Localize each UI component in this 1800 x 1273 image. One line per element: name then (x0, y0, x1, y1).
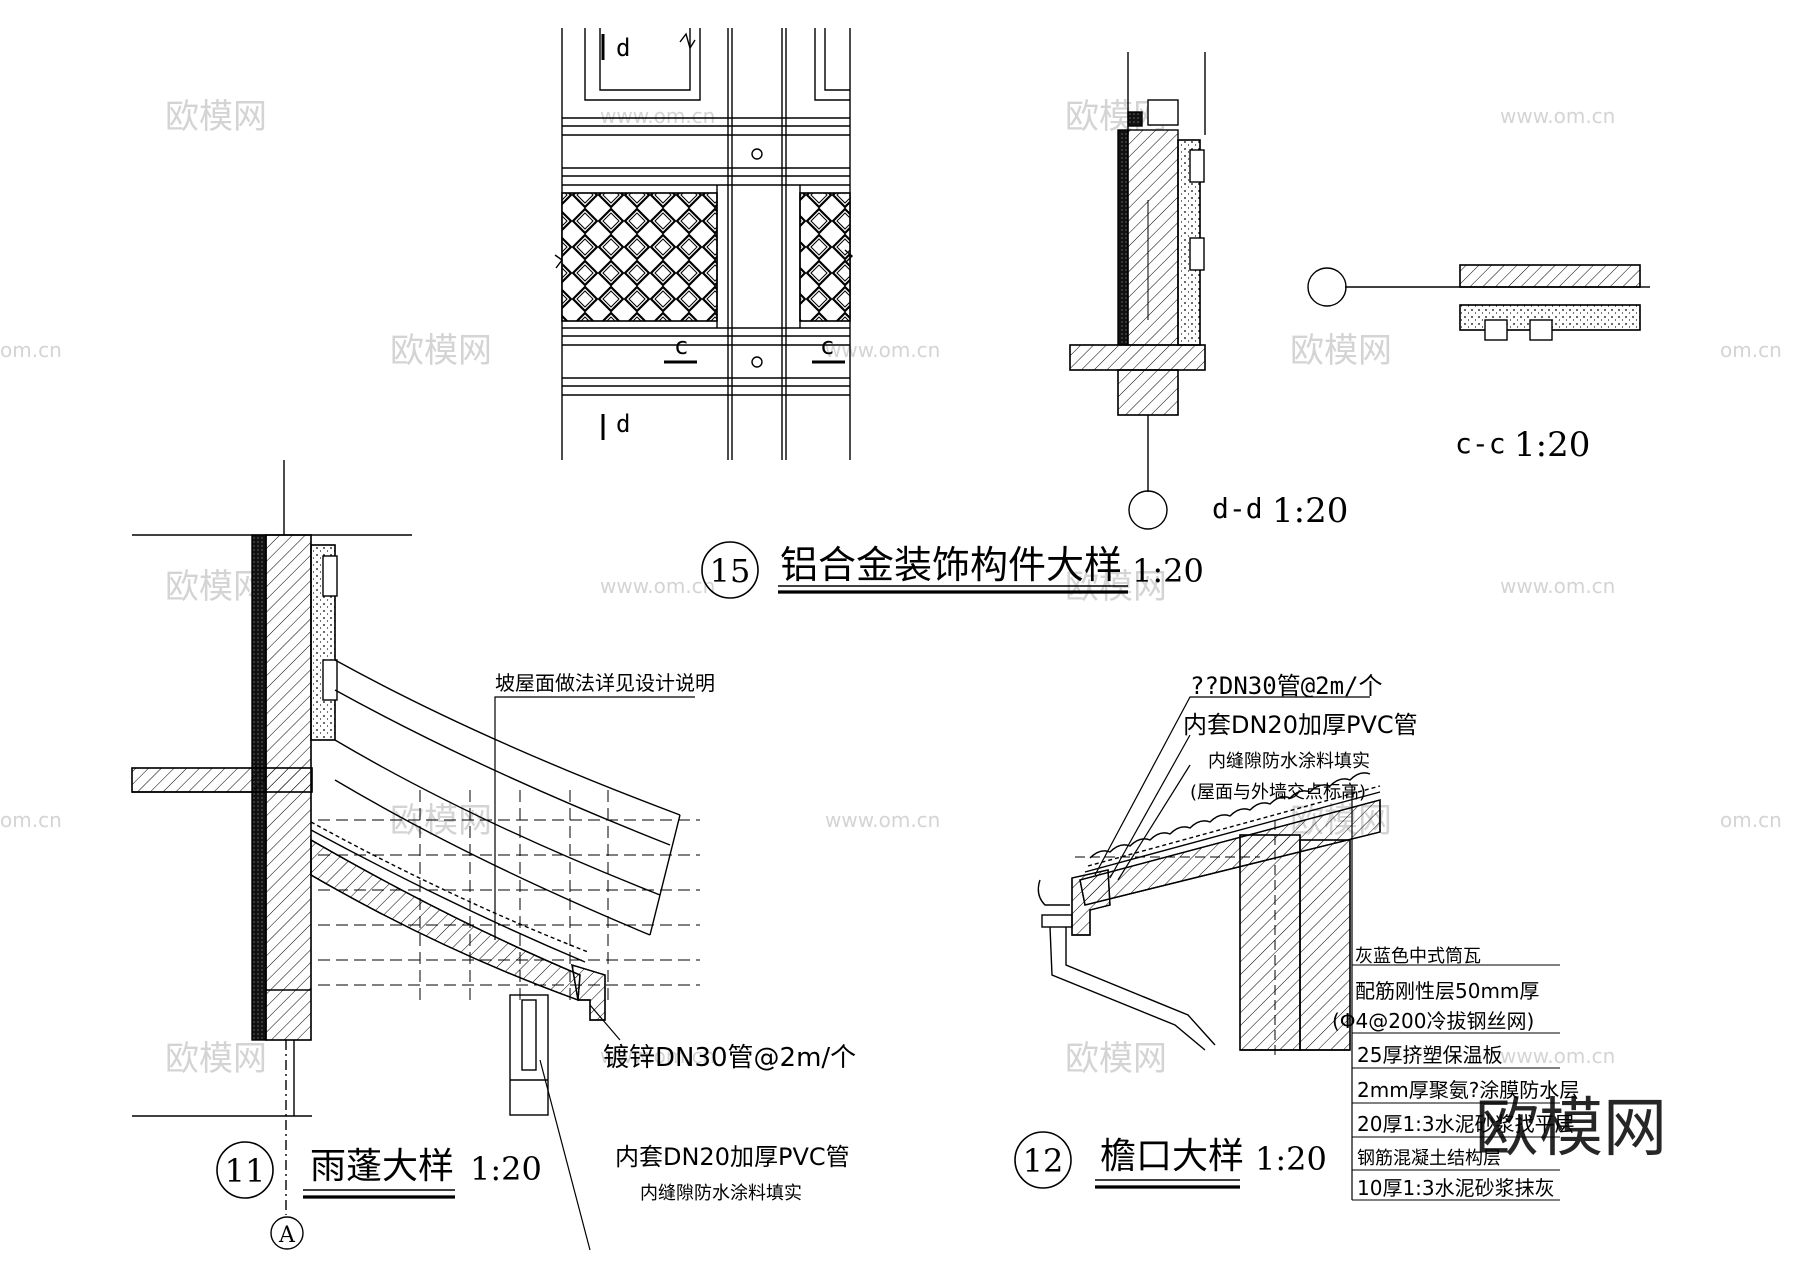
watermark-url: www.om.cn (600, 104, 715, 128)
layer-label: 2mm厚聚氨?涂膜防水层 (1357, 1078, 1579, 1102)
watermark-url: www.om.cn (1500, 574, 1615, 598)
detail-11-note-roof: 坡屋面做法详见设计说明 (495, 671, 715, 695)
cut-label-c-left: c (674, 332, 688, 360)
watermark-brand: 欧模网 (1290, 331, 1392, 371)
section-dd-scale: 1:20 (1272, 491, 1348, 531)
detail-12-number: 12 (1023, 1142, 1064, 1180)
watermark-url: www.om.cn (600, 1044, 715, 1068)
cut-label-d-top: d (616, 34, 630, 62)
layer-label: 灰蓝色中式筒瓦 (1355, 946, 1481, 967)
detail-12-layer-list: 灰蓝色中式筒瓦 配筋刚性层50mm厚 (Φ4@200冷拔钢丝网) 25厚挤塑保温… (1332, 946, 1579, 1200)
watermark-url: om.cn (0, 338, 62, 362)
detail-11-number: 11 (225, 1152, 266, 1190)
grid-axis-bubble (270, 1216, 304, 1250)
section-cc-callout-circle (1307, 267, 1347, 307)
detail-12-note-pipe: ??DN30管@2m/个 (1190, 672, 1383, 700)
watermark-url: om.cn (1720, 338, 1782, 362)
watermark-url: www.om.cn (600, 574, 715, 598)
detail-12-title: 檐口大样 (1100, 1136, 1244, 1177)
detail-12-number-circle (1014, 1131, 1072, 1189)
layer-label: 25厚挤塑保温板 (1357, 1043, 1502, 1067)
section-cc-scale: 1:20 (1514, 425, 1590, 465)
section-dd (1069, 52, 1206, 492)
detail-11-number-circle (216, 1141, 274, 1199)
watermark-brand: 欧模网 (1065, 567, 1167, 607)
detail-11-leaders (494, 696, 695, 1251)
detail-12-section (1037, 772, 1560, 1201)
watermark-logo: 欧模网 (1475, 1092, 1667, 1166)
section-cc-label: c-c (1455, 427, 1506, 460)
watermark-brand: 欧模网 (165, 97, 267, 137)
detail-11-title: 雨蓬大样 (310, 1146, 454, 1187)
detail-11-note-pipe: 镀锌DN30管@2m/个 (603, 1043, 856, 1073)
section-cc (1345, 264, 1650, 341)
watermark-brand: 欧模网 (390, 331, 492, 371)
detail-15-scale: 1:20 (1132, 552, 1204, 590)
detail-12-leaders (1094, 696, 1370, 881)
watermark-url: om.cn (0, 808, 62, 832)
detail-15-title: 铝合金装饰构件大样 (780, 543, 1122, 587)
watermark-url: om.cn (1720, 808, 1782, 832)
detail-15-number: 15 (710, 552, 751, 590)
cut-label-d-bottom: d (616, 410, 630, 438)
section-dd-label: d-d (1212, 492, 1263, 525)
watermark-url: www.om.cn (825, 808, 940, 832)
watermark-url: www.om.cn (825, 338, 940, 362)
layer-label: 配筋刚性层50mm厚 (1355, 979, 1539, 1003)
layer-label: 20厚1:3水泥砂浆找平层 (1357, 1112, 1575, 1136)
detail-15-elevation (554, 28, 854, 460)
detail-11-note-pvc: 内套DN20加厚PVC管 (615, 1143, 850, 1171)
detail-15-cut-marks: d d c c (601, 34, 845, 440)
layer-label: (Φ4@200冷拔钢丝网) (1332, 1009, 1534, 1033)
detail-12-note-fill: 内缝隙防水涂料填实 (1208, 751, 1370, 772)
detail-12-note-pvc: 内套DN20加厚PVC管 (1183, 711, 1418, 739)
detail-15-number-circle (701, 541, 759, 599)
watermark-url: www.om.cn (1500, 104, 1615, 128)
watermark-brand: 欧模网 (165, 567, 267, 607)
watermark-url: www.om.cn (1500, 1044, 1615, 1068)
section-dd-callout-circle (1128, 490, 1168, 530)
watermark-brand: 欧模网 (390, 801, 492, 841)
cut-label-c-right: c (820, 332, 834, 360)
detail-11-note-fill: 内缝隙防水涂料填实 (640, 1183, 802, 1204)
detail-12-note-elev: (屋面与外墙交点标高) (1190, 782, 1366, 803)
grid-axis-label: A (278, 1223, 296, 1248)
detail-11-scale: 1:20 (470, 1150, 542, 1188)
watermark-brand: 欧模网 (165, 1039, 267, 1079)
detail-11-section (131, 460, 700, 1215)
layer-label: 钢筋混凝土结构层 (1357, 1148, 1501, 1169)
watermark-brand: 欧模网 (1065, 1039, 1167, 1079)
detail-12-scale: 1:20 (1255, 1140, 1327, 1178)
layer-label: 10厚1:3水泥砂浆抹灰 (1357, 1176, 1555, 1200)
